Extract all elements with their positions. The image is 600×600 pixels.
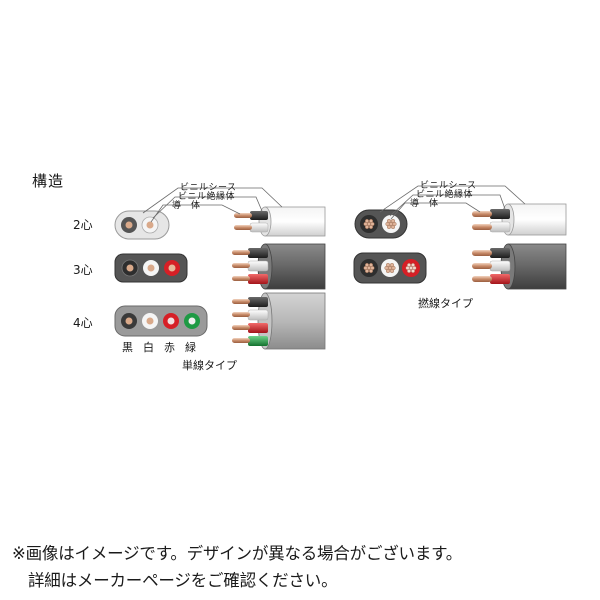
stranded-callout-sheath: ビニルシース	[420, 181, 477, 191]
color-legend-black: 黒	[122, 341, 133, 354]
notice-line-1: ※画像はイメージです。デザインが異なる場合がございます。	[12, 544, 463, 563]
notice-line-2: 詳細はメーカーページをご確認ください。	[28, 571, 338, 590]
stranded-callout-conductor: 導 体	[410, 199, 439, 209]
solid-leader-lines	[142, 187, 283, 223]
stranded-3core-cable	[472, 243, 567, 290]
stranded-type-caption: 撚線タイプ	[418, 297, 473, 310]
color-legend-green: 緑	[185, 341, 196, 354]
solid-2core-cross-section	[114, 210, 170, 240]
stranded-leader-lines	[379, 185, 526, 220]
stranded-callout-insulation: ビニル絶縁体	[416, 190, 474, 200]
solid-callout-conductor: 導 体	[172, 201, 201, 211]
solid-2core-cable	[234, 206, 326, 237]
stranded-2core-cross-section	[354, 209, 408, 239]
color-legend-red: 赤	[164, 341, 175, 354]
solid-callout-insulation: ビニル絶縁体	[178, 192, 236, 202]
row-label-2core: 2心	[73, 218, 93, 232]
solid-type-caption: 単線タイプ	[182, 359, 237, 372]
section-heading: 構造	[32, 172, 65, 190]
stranded-3core-cross-section	[353, 252, 427, 284]
color-legend-white: 白	[143, 341, 154, 354]
solid-4core-cross-section	[114, 305, 208, 337]
solid-3core-cable	[232, 243, 326, 290]
solid-callout-sheath: ビニルシース	[180, 183, 237, 193]
stranded-2core-cable	[472, 203, 567, 236]
solid-3core-cross-section	[114, 253, 188, 283]
solid-4core-cable	[232, 292, 326, 350]
row-label-4core: 4心	[73, 316, 93, 330]
row-label-3core: 3心	[73, 263, 93, 277]
